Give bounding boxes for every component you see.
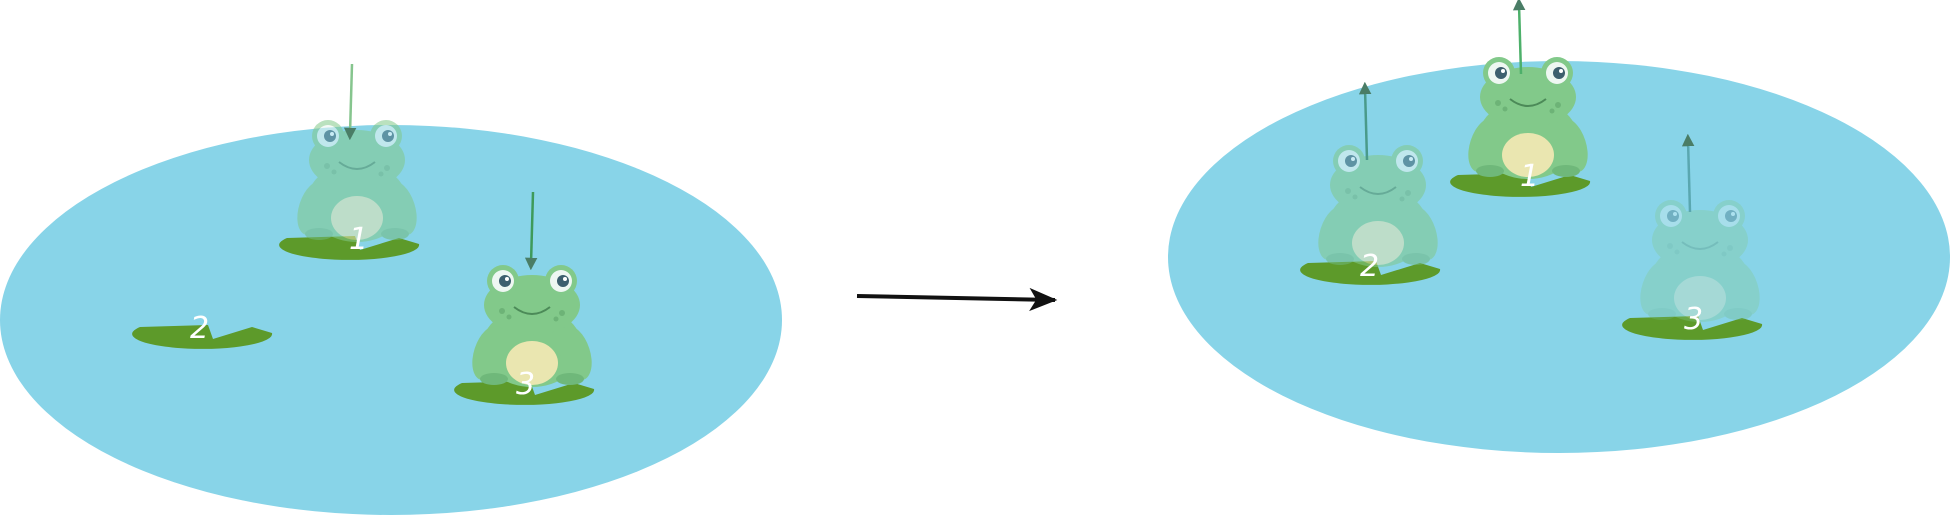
pond-before: 2 1 3 — [0, 63, 782, 515]
lily-pad-2-before: 2 — [132, 311, 273, 349]
pad-label: 3 — [1684, 302, 1703, 337]
pad-label: 2 — [1360, 249, 1379, 284]
pad-label: 1 — [349, 222, 368, 257]
arrow-icon — [1681, 133, 1695, 213]
pond-after: 2 1 3 — [1168, 0, 1950, 453]
pad-label: 3 — [516, 367, 535, 402]
lily-pad-3-after: 3 — [1622, 199, 1767, 340]
lily-pad-1-before: 1 — [279, 119, 424, 260]
lily-pad-2-after: 2 — [1300, 144, 1445, 285]
arrow-icon — [343, 63, 357, 141]
pad-label: 2 — [190, 311, 209, 346]
pad-label: 1 — [1520, 159, 1539, 194]
lily-pad-3-before: 3 — [454, 264, 599, 405]
arrow-icon — [1512, 0, 1526, 75]
arrow-icon — [1358, 81, 1372, 161]
lily-pad-1-after: 1 — [1450, 56, 1595, 197]
arrow-icon — [524, 191, 538, 271]
right-arrow-icon — [856, 287, 1058, 312]
